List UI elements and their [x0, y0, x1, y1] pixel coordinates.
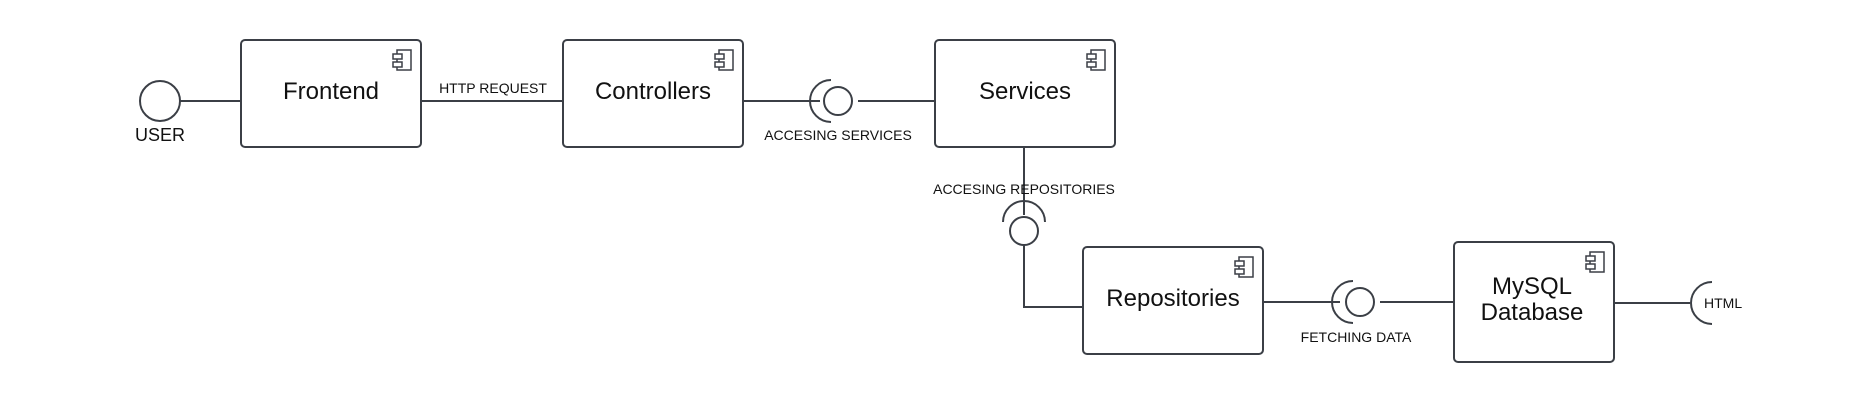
controllers-label: Controllers: [595, 78, 711, 105]
controllers-component[interactable]: Controllers: [562, 39, 744, 148]
user-label: USER: [135, 125, 185, 145]
frontend-label: Frontend: [283, 78, 379, 105]
controllers-box: [562, 39, 744, 148]
mysql-database-component[interactable]: MySQL Database: [1453, 241, 1615, 363]
repositories-component[interactable]: Repositories: [1082, 246, 1264, 355]
user-actor[interactable]: USER: [135, 80, 185, 145]
component-icon: [1234, 256, 1254, 278]
repositories-interface-line: [1023, 245, 1082, 308]
html-interface[interactable]: HTML: [1690, 281, 1742, 325]
component-icon: [1585, 251, 1605, 273]
html-label: HTML: [1704, 295, 1742, 311]
services-component[interactable]: Services: [934, 39, 1116, 148]
mysql-database-label-line2: Database: [1481, 299, 1584, 326]
accessing-services-interface[interactable]: ACCESING SERVICES: [764, 79, 912, 143]
provided-interface-icon: [1009, 216, 1039, 246]
user-interface-icon: [139, 80, 181, 122]
required-socket-icon: [1690, 281, 1713, 325]
connector-lines: [180, 100, 1690, 308]
frontend-component[interactable]: Frontend: [240, 39, 422, 148]
provided-interface-icon: [1345, 287, 1375, 317]
provided-interface-icon: [823, 86, 853, 116]
repositories-label: Repositories: [1106, 285, 1239, 312]
component-icon: [714, 49, 734, 71]
fetching-data-label: FETCHING DATA: [1301, 329, 1412, 345]
mysql-database-label-line1: MySQL: [1492, 273, 1572, 300]
http-request-label: HTTP REQUEST: [439, 80, 547, 96]
repositories-box: [1082, 246, 1264, 355]
services-label: Services: [979, 78, 1071, 105]
accessing-repositories-interface[interactable]: ACCESING REPOSITORIES: [933, 181, 1115, 246]
accessing-services-label: ACCESING SERVICES: [764, 127, 912, 143]
component-icon: [1086, 49, 1106, 71]
component-icon: [392, 49, 412, 71]
required-socket-icon: [1331, 280, 1354, 324]
required-socket-icon: [1002, 200, 1046, 223]
services-box: [934, 39, 1116, 148]
mysql-database-box: [1453, 241, 1615, 363]
accessing-repositories-label: ACCESING REPOSITORIES: [933, 181, 1115, 197]
required-socket-icon: [809, 79, 832, 123]
fetching-data-interface[interactable]: FETCHING DATA: [1301, 280, 1412, 345]
frontend-box: [240, 39, 422, 148]
